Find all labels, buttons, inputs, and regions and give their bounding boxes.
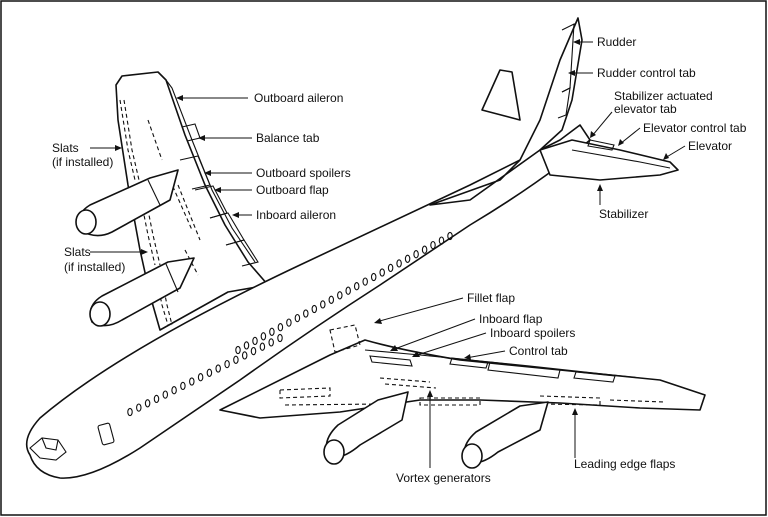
label-vortex-generators: Vortex generators	[396, 471, 491, 485]
label-inboard-flap: Inboard flap	[479, 312, 543, 326]
label-rudder: Rudder	[597, 35, 636, 49]
label-stabilizer: Stabilizer	[599, 207, 648, 221]
fuselage-window	[320, 300, 326, 309]
fuselage-window	[127, 407, 133, 417]
fuselage-window	[396, 259, 402, 268]
left-engines	[75, 169, 195, 327]
fuselage-window	[337, 291, 343, 300]
fuselage-window	[153, 394, 160, 404]
horizontal-stabilizer	[539, 139, 679, 181]
fuselage-window	[235, 345, 241, 355]
fuselage-window	[362, 277, 368, 286]
left-wing	[115, 71, 269, 331]
fuselage-window	[430, 240, 436, 250]
leader-lines	[90, 39, 686, 468]
fuselage-window	[379, 268, 385, 277]
fuselage-window	[328, 295, 335, 304]
label-slats-lower-line1: Slats	[64, 245, 91, 259]
label-outboard-spoilers: Outboard spoilers	[256, 166, 351, 180]
label-control-tab: Control tab	[509, 344, 568, 358]
fuselage-window	[413, 250, 419, 259]
label-elevator: Elevator	[688, 139, 732, 153]
fuselage-window	[243, 341, 250, 350]
fuselage-windows-upper	[235, 231, 453, 355]
label-rudder-control-tab: Rudder control tab	[597, 66, 696, 80]
fuselage-window	[171, 386, 177, 395]
right-wing	[219, 324, 706, 419]
label-inboard-aileron: Inboard aileron	[256, 208, 336, 222]
fuselage-window	[294, 313, 301, 323]
fuselage-window	[404, 254, 411, 263]
fuselage-window	[447, 231, 453, 241]
fuselage-window	[421, 245, 428, 254]
right-engines	[323, 391, 549, 469]
fuselage-window	[180, 381, 186, 391]
label-outboard-aileron: Outboard aileron	[254, 91, 343, 105]
fuselage-window	[260, 332, 267, 341]
fuselage-window	[370, 272, 377, 282]
fuselage-window	[277, 333, 283, 343]
fuselage-windows-lower	[127, 333, 283, 417]
label-stabilizer-actuated-line2: elevator tab	[614, 102, 677, 116]
label-slats-upper-line1: Slats	[52, 141, 79, 155]
fuselage-window	[387, 263, 394, 273]
label-slats-upper-line2: (if installed)	[52, 155, 113, 169]
fuselage-window	[189, 377, 195, 386]
label-inboard-spoilers: Inboard spoilers	[490, 326, 575, 340]
fuselage-window	[197, 373, 204, 382]
fuselage-window	[259, 342, 266, 351]
fuselage-window	[252, 336, 258, 346]
fuselage	[25, 124, 591, 479]
fuselage-window	[206, 368, 213, 377]
fuselage-window	[224, 359, 230, 369]
fuselage-window	[303, 309, 309, 318]
fuselage-window	[269, 327, 275, 336]
fuselage-window	[250, 346, 257, 356]
label-stabilizer-actuated-line1: Stabilizer actuated	[614, 89, 713, 103]
fuselage-window	[162, 390, 169, 399]
vertical-tail	[429, 17, 583, 206]
fuselage-window	[215, 364, 221, 373]
fuselage-window	[353, 282, 360, 291]
fuselage-window	[136, 403, 142, 412]
fuselage-window	[311, 304, 318, 314]
fuselage-window	[268, 338, 274, 347]
label-outboard-flap: Outboard flap	[256, 183, 329, 197]
label-balance-tab: Balance tab	[256, 131, 320, 145]
fuselage-window	[345, 286, 351, 295]
fuselage-window	[241, 351, 248, 360]
label-fillet-flap: Fillet flap	[467, 291, 515, 305]
fuselage-window	[233, 355, 239, 364]
fuselage-window	[277, 323, 284, 332]
label-elevator-control-tab: Elevator control tab	[643, 121, 747, 135]
label-leading-edge-flaps: Leading edge flaps	[574, 457, 675, 471]
label-slats-lower-line2: (if installed)	[64, 260, 125, 274]
labels: Rudder Rudder control tab Stabilizer act…	[52, 35, 747, 485]
fuselage-window	[286, 318, 292, 327]
fuselage-window	[438, 236, 445, 245]
fuselage-window	[144, 399, 151, 408]
